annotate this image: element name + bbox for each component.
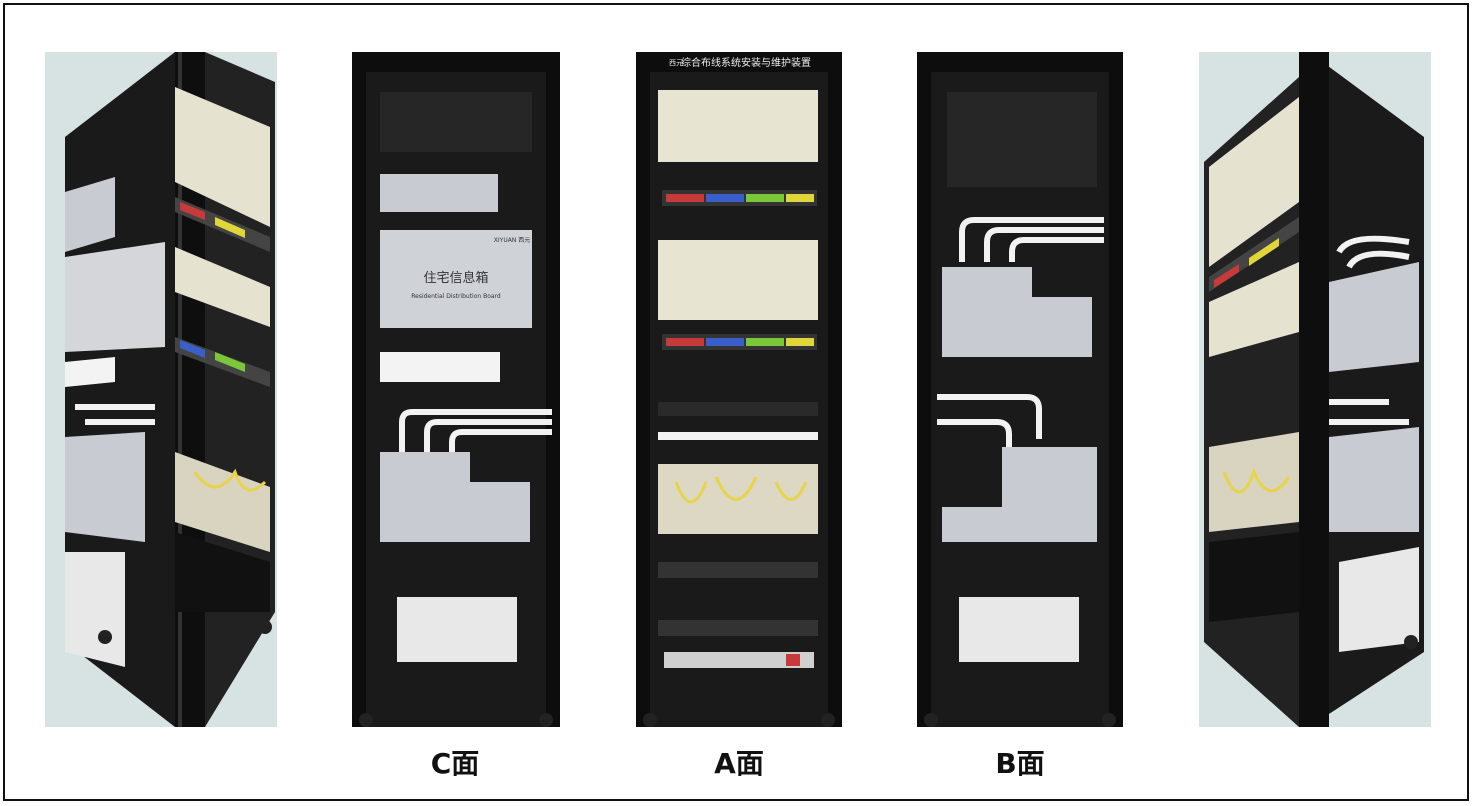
cabinet-perspective-left <box>45 52 277 727</box>
caption-a-face: A面 <box>714 747 764 780</box>
brand-mark: 西元 <box>669 59 683 67</box>
cabinet-perspective-right-graphic <box>1204 52 1424 727</box>
info-box-subtitle: Residential Distribution Board <box>411 293 501 300</box>
cabinet-perspective-left-graphic <box>65 52 275 727</box>
cabinet-title: 综合布线系统安装与维护装置 <box>681 56 811 69</box>
cabinet-face-b <box>917 52 1123 727</box>
cabinet-face-a: 综合布线系统安装与维护装置 西元 <box>636 52 842 727</box>
caption-c-face: C面 <box>430 747 480 780</box>
cabinet-perspective-right <box>1199 52 1431 727</box>
cabinet-face-a-graphic: 综合布线系统安装与维护装置 西元 <box>636 52 842 727</box>
cabinet-face-c: 住宅信息箱 Residential Distribution Board XIY… <box>352 52 560 727</box>
cabinet-face-c-graphic: 住宅信息箱 Residential Distribution Board XIY… <box>352 52 560 727</box>
info-box-title: 住宅信息箱 <box>423 270 488 286</box>
cabinet-face-b-graphic <box>917 52 1123 727</box>
caption-b-face: B面 <box>995 747 1045 780</box>
brand-name-c: XIYUAN 西元 <box>494 237 530 244</box>
